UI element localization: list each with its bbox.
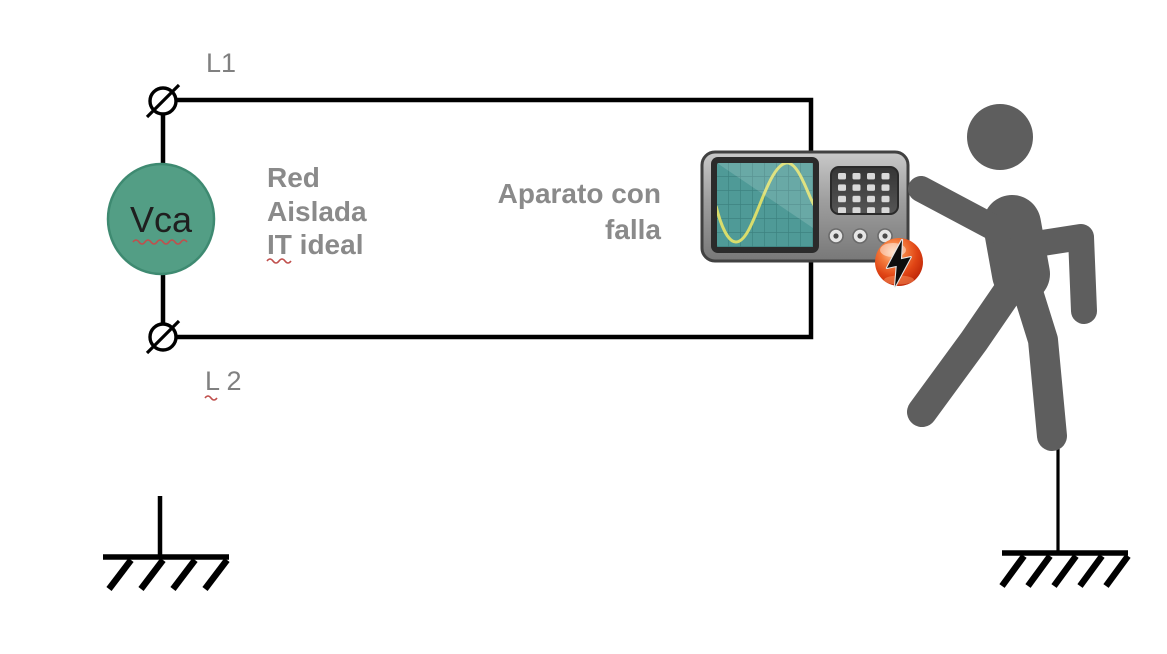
sine-wave: [717, 163, 813, 244]
ac-source-circle: [106, 162, 216, 276]
person-arm-touching: [908, 176, 1013, 244]
network-label: Red Aislada IT ideal: [266, 162, 367, 264]
appliance-label: Aparato con falla: [498, 178, 662, 245]
terminal-slash: [145, 319, 181, 355]
screen-grid: [717, 163, 813, 247]
terminal-bottom: [145, 319, 181, 355]
ac-source-label: Vca: [130, 199, 193, 240]
line-label-l2-group: L 2: [204, 366, 242, 401]
terminal-top: [145, 83, 181, 119]
person-leg-forward: [907, 275, 1024, 427]
appliance-label-line2: falla: [605, 214, 661, 245]
oscilloscope-icon: [700, 150, 910, 263]
spellcheck-underline: [204, 395, 218, 401]
line-label-l1: L1: [206, 48, 236, 78]
line-label-l2: L 2: [205, 366, 242, 396]
person-silhouette-icon: [907, 104, 1097, 451]
spellcheck-underline: [132, 239, 188, 245]
lightning-bolt-icon: [885, 238, 912, 288]
terminal-slash: [145, 83, 181, 119]
earth-ground-icon: [106, 558, 230, 591]
screen-gloss: [717, 163, 813, 228]
person-head: [967, 104, 1033, 170]
ac-source: Vca: [106, 162, 216, 276]
ground-symbol-left: [103, 496, 230, 591]
oscilloscope-knobs: [828, 228, 893, 244]
person-arm-back: [1023, 224, 1097, 324]
ground-symbol-right: [999, 550, 1131, 588]
person-leg-grounded: [1013, 277, 1067, 451]
person-torso: [983, 195, 1050, 303]
keypad-buttons: [838, 173, 894, 213]
electric-shock-icon: [875, 238, 923, 288]
network-label-line1: Red: [267, 162, 320, 193]
network-label-line2: Aislada: [267, 196, 367, 227]
appliance-label-line1: Aparato con: [498, 178, 661, 209]
earth-ground-icon: [999, 554, 1131, 588]
network-label-line3: IT ideal: [267, 229, 363, 260]
spellcheck-underline: [266, 258, 292, 264]
